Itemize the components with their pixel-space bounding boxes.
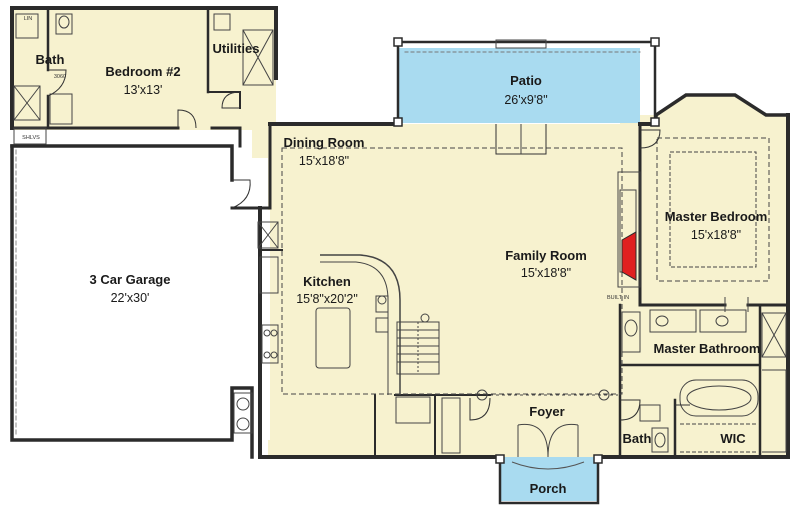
room-name-patio: Patio — [510, 73, 542, 88]
room-name-dining: Dining Room — [284, 135, 365, 150]
room-name-family: Family Room — [505, 248, 587, 263]
upper-wing-wall — [10, 6, 278, 80]
linen-closet — [15, 13, 39, 39]
master-bath-door — [724, 297, 749, 312]
fireplace-surround — [617, 171, 641, 288]
room-name-bath-lower: Bath — [623, 431, 652, 446]
room-labels: Bath Bedroom #2 13'x13' Utilities Patio … — [36, 41, 768, 496]
note-shelves: SHLVS — [22, 135, 40, 141]
tub — [679, 379, 759, 417]
column — [476, 389, 488, 401]
master-shower — [761, 312, 787, 358]
east-wing-floor — [620, 115, 788, 457]
porch-step-arc — [511, 461, 585, 470]
bay-window-floor — [656, 95, 766, 125]
room-name-bath-upper: Bath — [36, 52, 65, 67]
stairs — [396, 313, 440, 375]
toilet-lower — [651, 427, 669, 453]
room-name-garage: 3 Car Garage — [90, 272, 171, 287]
shower-diagonal-2 — [13, 85, 41, 121]
washer — [213, 13, 231, 31]
master-ceiling-outline — [656, 137, 770, 282]
room-name-master-bed: Master Bedroom — [665, 209, 768, 224]
vanity-lower — [639, 404, 661, 422]
note-built-in: BUILT IN — [607, 295, 629, 301]
mud-closet — [259, 256, 279, 294]
bedroom-door-swing — [177, 109, 197, 129]
shower-upper — [13, 85, 41, 121]
porch-fill — [500, 457, 598, 501]
room-dim-dining: 15'x18'8" — [299, 154, 349, 168]
patio-posts — [393, 37, 660, 464]
patio-door-top — [495, 39, 547, 49]
garage-north-wall — [10, 144, 234, 182]
wic-shelves — [680, 423, 756, 453]
room-dim-family: 15'x18'8" — [521, 266, 571, 280]
room-dim-patio: 26'x9'8" — [504, 93, 547, 107]
range-top — [261, 324, 279, 364]
bath-lower-door-swing — [619, 399, 641, 421]
garage-floor — [12, 130, 252, 440]
toilet-master — [621, 311, 641, 353]
note-linen: LIN — [24, 16, 33, 22]
vanity-upper — [49, 93, 73, 125]
note-shower-size: 3060 — [54, 74, 66, 80]
utilities-door-swing — [221, 91, 241, 109]
patio-frame — [396, 40, 657, 126]
room-dim-garage: 22'x30' — [111, 291, 150, 305]
room-name-porch: Porch — [530, 481, 567, 496]
door-swings — [47, 69, 690, 421]
vanity-master-2 — [699, 309, 747, 333]
master-door-swing — [639, 129, 661, 149]
front-door — [517, 425, 579, 457]
fixtures — [13, 13, 787, 458]
dishwasher — [375, 317, 389, 333]
pantry-box — [257, 221, 279, 249]
fireplace-firebox — [621, 231, 637, 281]
room-dim-master-bed: 15'x18'8" — [691, 228, 741, 242]
porch-frame — [498, 455, 600, 505]
garage-cabinet — [233, 392, 253, 434]
master-ceiling-inner — [669, 151, 757, 268]
room-dim-kitchen: 15'8"x20'2" — [296, 292, 358, 306]
master-bath-walls — [618, 303, 762, 459]
room-name-utilities: Utilities — [213, 41, 260, 56]
garage-east-wall — [230, 122, 272, 210]
room-dim-bedroom2: 13'x13' — [124, 83, 163, 97]
main-house-floor — [268, 124, 640, 457]
dining-ceiling-outline — [281, 147, 623, 395]
floor-fills — [12, 8, 788, 501]
dryer — [242, 29, 274, 86]
small-notes: SHLVS BUILT IN 3060 LIN — [22, 16, 629, 301]
kitchen-island — [315, 307, 351, 369]
shelves-box — [13, 127, 47, 145]
vanity-master-1 — [649, 309, 697, 333]
toilet-upper — [55, 13, 73, 35]
bath-door-swing — [47, 69, 67, 97]
room-name-kitchen: Kitchen — [303, 274, 351, 289]
room-name-bedroom2: Bedroom #2 — [105, 64, 180, 79]
column — [377, 295, 387, 305]
stair-wall — [374, 394, 491, 458]
room-name-master-bath: Master Bathroom — [654, 341, 761, 356]
room-name-foyer: Foyer — [529, 404, 564, 419]
patio-fill — [398, 48, 640, 123]
pantry-door-swing — [469, 397, 491, 421]
kitchen-counter — [320, 254, 401, 395]
coat-closet — [441, 397, 461, 454]
room-name-wic: WIC — [720, 431, 746, 446]
entry-closet — [395, 396, 431, 424]
garage-door-swing — [231, 179, 251, 209]
toilet-bowl-upper — [58, 15, 70, 29]
